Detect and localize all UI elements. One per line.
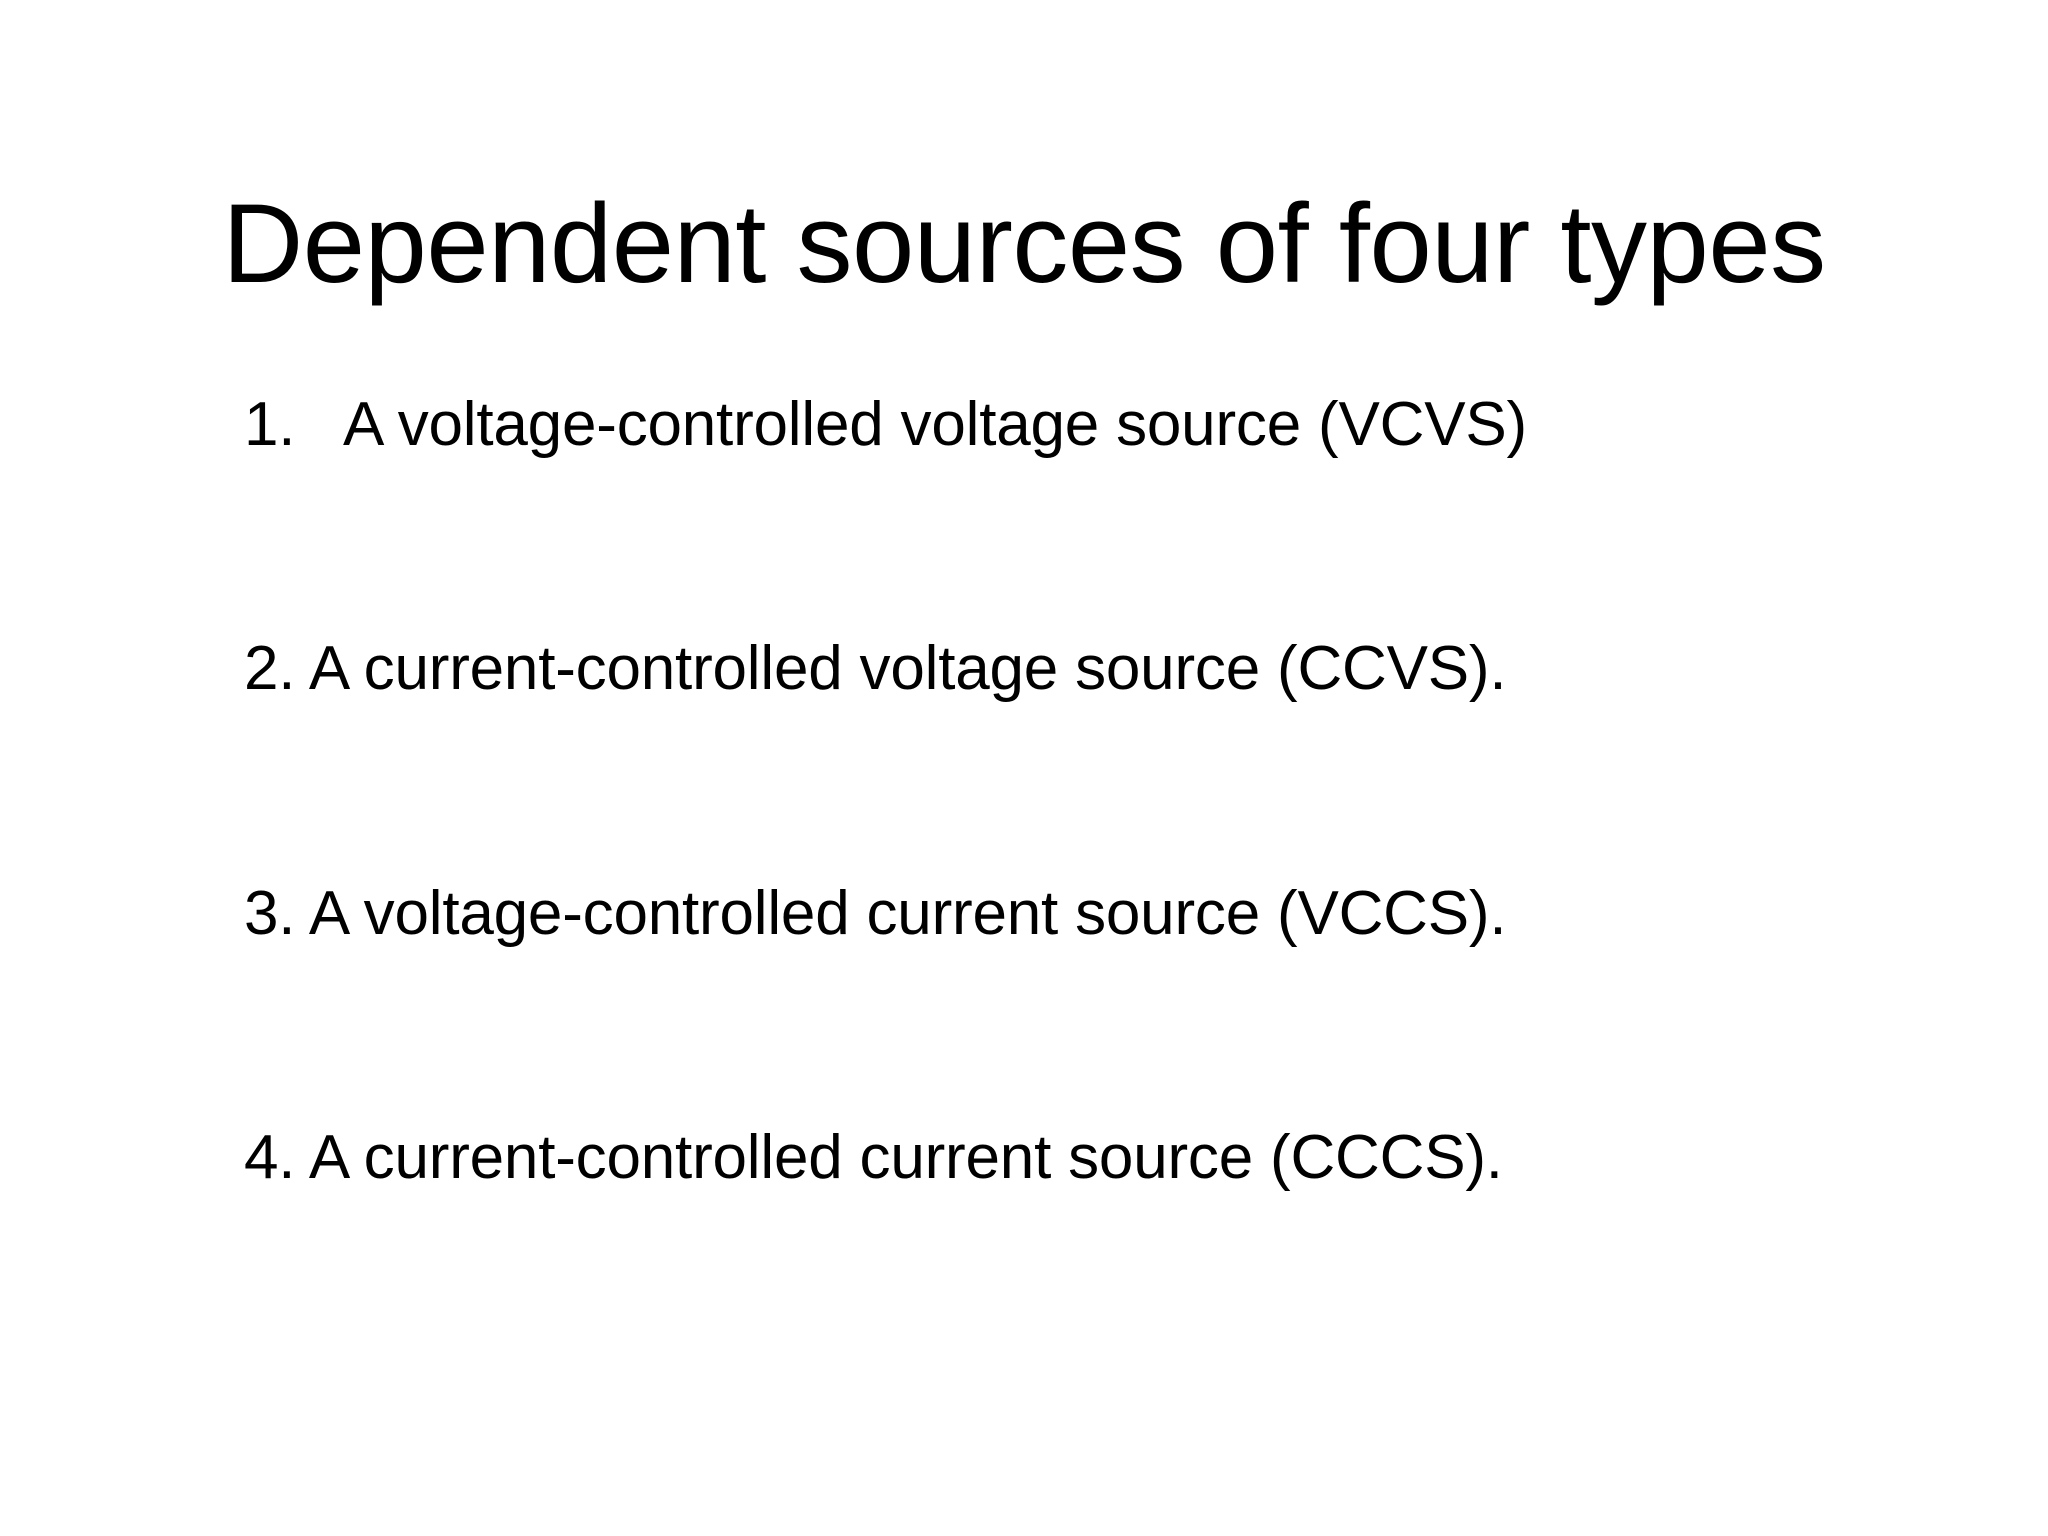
list-item: 1. A voltage-controlled voltage source (… — [244, 390, 1527, 459]
list-item: 4. A current-controlled current source (… — [244, 1123, 1503, 1193]
page-title: Dependent sources of four types — [222, 181, 1826, 307]
list-item: 2. A current-controlled voltage source (… — [244, 634, 1507, 704]
dependent-source-list: 1. A voltage-controlled voltage source (… — [244, 390, 1944, 1193]
list-item: 3. A voltage-controlled current source (… — [244, 878, 1507, 948]
